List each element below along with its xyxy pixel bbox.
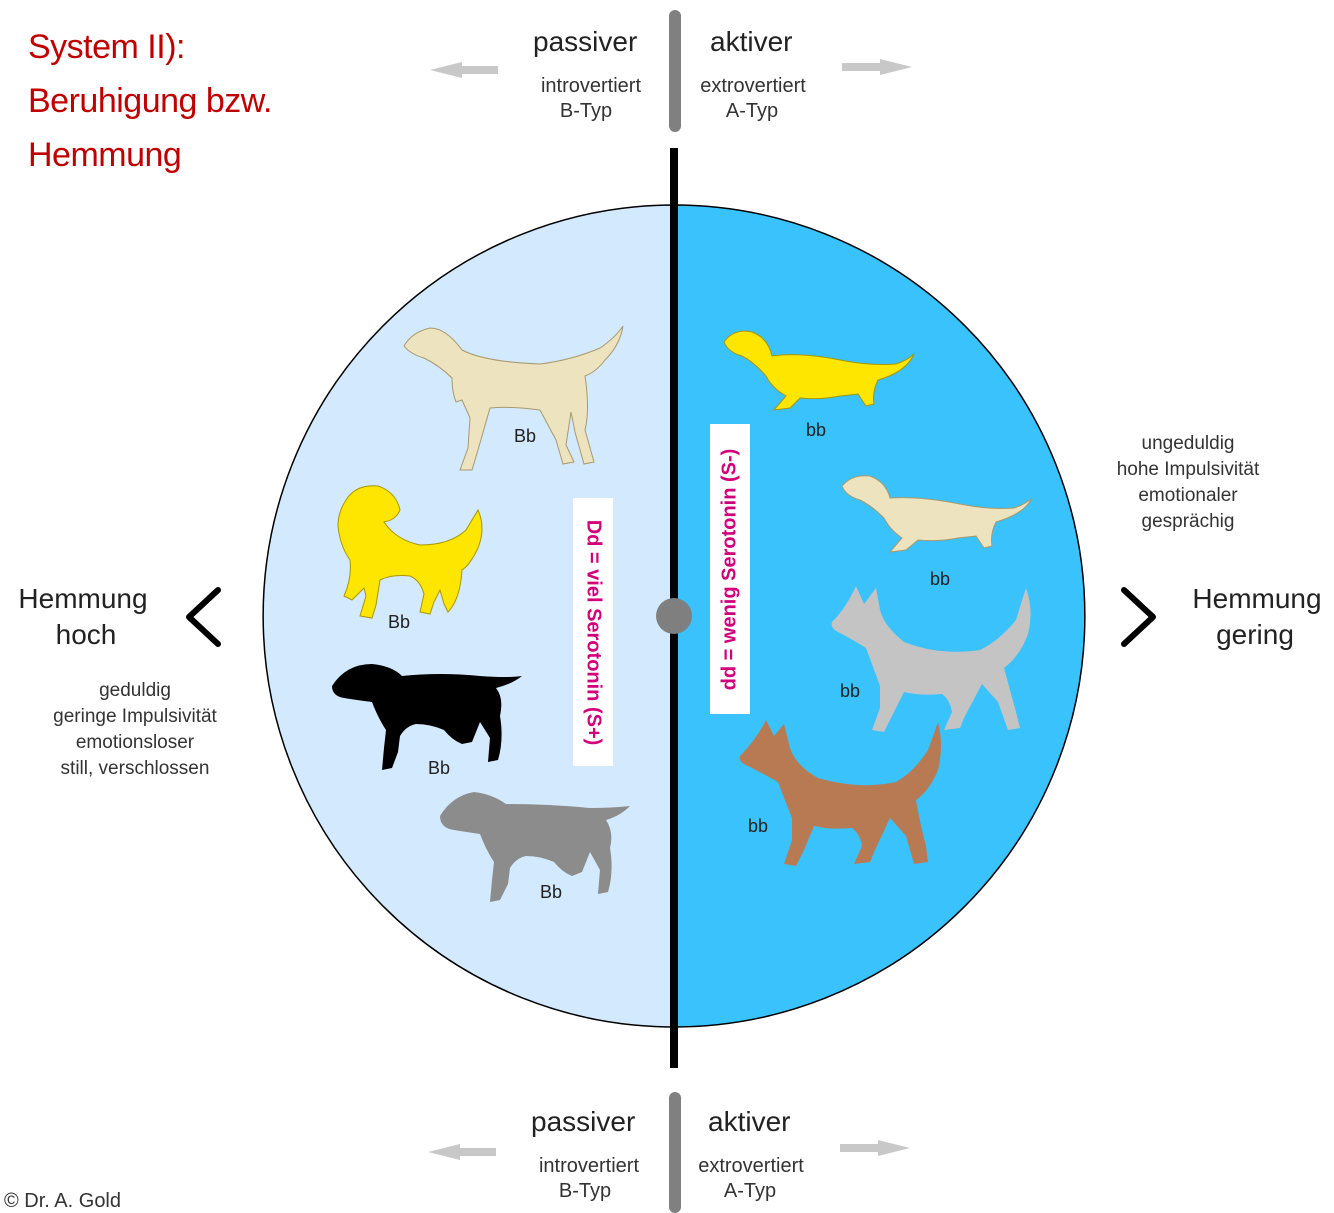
title-line-2: Beruhigung bzw. xyxy=(28,82,272,120)
dog-label: Bb xyxy=(428,758,450,778)
right-chevron-icon xyxy=(1121,587,1156,647)
bottom-introvert-label: introvertiert xyxy=(538,1155,640,1177)
bottom-btype-label: B-Typ xyxy=(558,1180,612,1202)
bottom-left-arrow-icon xyxy=(428,1144,496,1160)
dog-label: bb xyxy=(806,420,826,440)
top-btype-label: B-Typ xyxy=(559,100,613,122)
trait-item: hohe Impulsivität xyxy=(1116,459,1260,480)
right-inhibition-label: Hemmung xyxy=(1192,583,1322,614)
dog-label: Bb xyxy=(388,612,410,632)
top-passive-label: passiver xyxy=(533,26,638,57)
left-traits: geduldig geringe Impulsivität emotionslo… xyxy=(30,678,240,782)
title-line-1: System II): xyxy=(28,28,185,66)
center-dot xyxy=(656,598,692,634)
serotonin-low-label: dd = wenig Serotonin (S-) xyxy=(718,448,741,690)
bottom-atype-label: A-Typ xyxy=(723,1180,777,1202)
trait-item: gesprächig xyxy=(1141,511,1235,532)
left-inhibition-level: hoch xyxy=(55,619,117,650)
trait-item: ungeduldig xyxy=(1141,433,1235,454)
top-divider-bar xyxy=(669,10,681,132)
top-atype-label: A-Typ xyxy=(725,100,779,122)
top-active-label: aktiver xyxy=(710,26,793,57)
left-chevron-icon xyxy=(186,587,221,647)
top-introvert-label: introvertiert xyxy=(540,75,642,97)
dog-shepherd-gray: bb xyxy=(831,586,1031,732)
trait-item: emotionsloser xyxy=(75,732,195,753)
trait-item: emotionaler xyxy=(1138,485,1238,506)
bottom-right-arrow-icon xyxy=(840,1140,910,1156)
copyright-label: © Dr. A. Gold xyxy=(4,1190,122,1212)
right-traits: ungeduldig hohe Impulsivität emotionaler… xyxy=(1090,431,1286,535)
dog-greyhound-cream: Bb xyxy=(403,325,624,471)
dog-shepherd-brown: bb xyxy=(739,720,941,866)
serotonin-high-label: Dd = viel Serotonin (S+) xyxy=(582,519,605,745)
bottom-extrovert-label: extrovertiert xyxy=(698,1155,804,1177)
serotonin-high-label-box: Dd = viel Serotonin (S+) xyxy=(573,498,613,766)
dog-dachshund-cream: bb xyxy=(841,475,1033,589)
title-line-3: Hemmung xyxy=(28,136,182,174)
trait-item: still, verschlossen xyxy=(60,758,210,779)
dog-pointer-black: Bb xyxy=(332,664,522,778)
dog-label: bb xyxy=(840,681,860,701)
dog-label: Bb xyxy=(514,426,536,446)
trait-item: geduldig xyxy=(99,680,171,701)
dog-dachshund-yellow: bb xyxy=(723,330,915,440)
dog-label: bb xyxy=(930,569,950,589)
trait-item: geringe Impulsivität xyxy=(53,706,217,727)
right-inhibition-level: gering xyxy=(1216,619,1294,650)
left-inhibition-label: Hemmung xyxy=(18,583,148,614)
dog-label: bb xyxy=(748,816,768,836)
dog-pointer-gray: Bb xyxy=(440,792,630,902)
bottom-passive-label: passiver xyxy=(531,1106,636,1137)
dog-retriever-yellow: Bb xyxy=(337,485,483,632)
top-right-arrow-icon xyxy=(842,59,912,75)
bottom-divider-bar xyxy=(669,1092,681,1213)
top-left-arrow-icon xyxy=(430,62,498,78)
bottom-active-label: aktiver xyxy=(708,1106,791,1137)
dog-label: Bb xyxy=(540,882,562,902)
top-extrovert-label: extrovertiert xyxy=(700,75,806,97)
serotonin-low-label-box: dd = wenig Serotonin (S-) xyxy=(710,424,750,714)
